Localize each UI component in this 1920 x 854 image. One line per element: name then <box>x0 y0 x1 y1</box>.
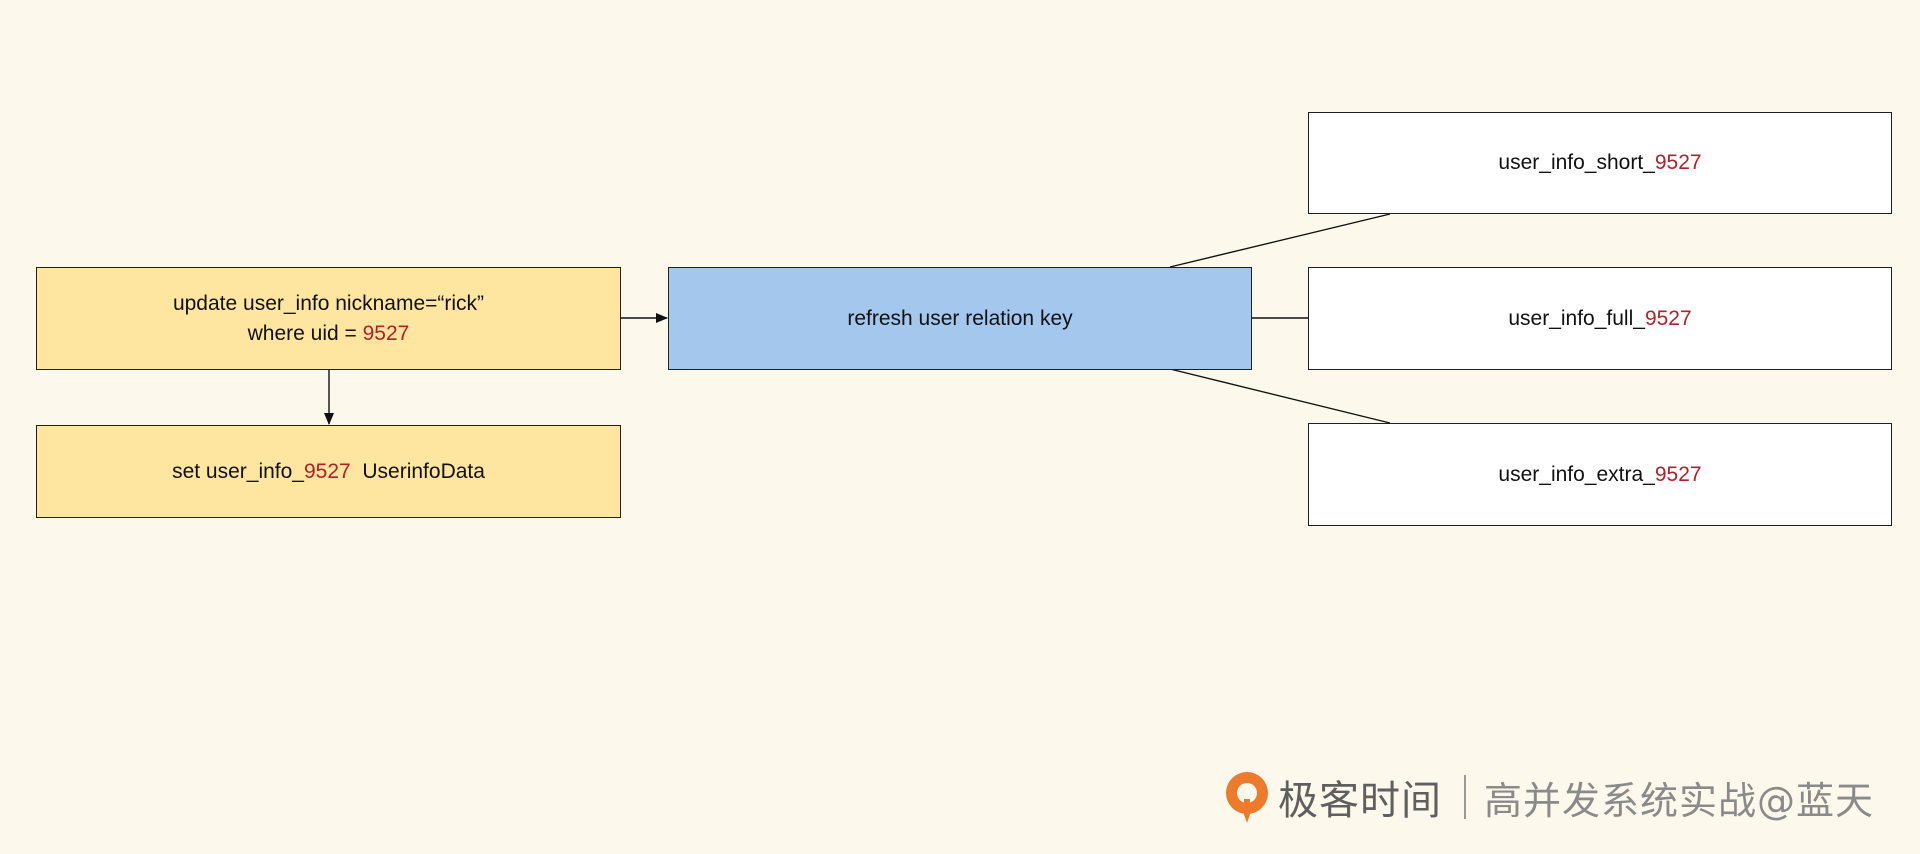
update-sql-line2: where uid = 9527 <box>173 319 484 349</box>
key-label-extra: user_info_extra_9527 <box>1498 460 1701 490</box>
key-uid-extra: 9527 <box>1654 462 1702 486</box>
watermark-divider <box>1464 775 1466 819</box>
update-sql-line1: update user_info nickname=“rick” <box>172 291 485 315</box>
key-label-short: user_info_short_9527 <box>1498 148 1701 178</box>
key-box-extra: user_info_extra_9527 <box>1308 423 1892 526</box>
key-prefix-extra: user_info_extra_ <box>1498 462 1655 486</box>
set-cache-uid: 9527 <box>303 459 351 483</box>
set-cache-suffix: UserinfoData <box>350 459 485 483</box>
update-sql-where: where uid = <box>247 321 363 345</box>
set-cache-box: set user_info_9527 UserinfoData <box>36 425 621 518</box>
update-sql-box: update user_info nickname=“rick” where u… <box>36 267 621 370</box>
set-cache-label: set user_info_9527 UserinfoData <box>172 457 485 487</box>
key-uid-short: 9527 <box>1654 151 1702 174</box>
refresh-relation-key-box: refresh user relation key <box>668 267 1252 370</box>
key-label-full: user_info_full_9527 <box>1508 304 1691 334</box>
refresh-relation-key-label: refresh user relation key <box>847 306 1073 330</box>
key-prefix-full: user_info_full_ <box>1508 306 1645 330</box>
key-uid-full: 9527 <box>1644 306 1692 330</box>
line-refresh-to-short <box>1169 213 1391 268</box>
brand-name: 极客时间 <box>1278 778 1442 824</box>
key-box-full: user_info_full_9527 <box>1308 267 1892 370</box>
key-box-short: user_info_short_9527 <box>1308 112 1892 214</box>
update-sql-uid: 9527 <box>362 321 410 345</box>
set-cache-prefix: set user_info_ <box>172 459 304 483</box>
line-refresh-to-extra <box>1169 368 1391 424</box>
geektime-logo-icon <box>1226 772 1268 823</box>
course-name: 高并发系统实战@蓝天 <box>1484 778 1875 823</box>
key-prefix-short: user_info_short_ <box>1498 151 1655 174</box>
watermark: 极客时间 高并发系统实战@蓝天 <box>1222 766 1874 828</box>
